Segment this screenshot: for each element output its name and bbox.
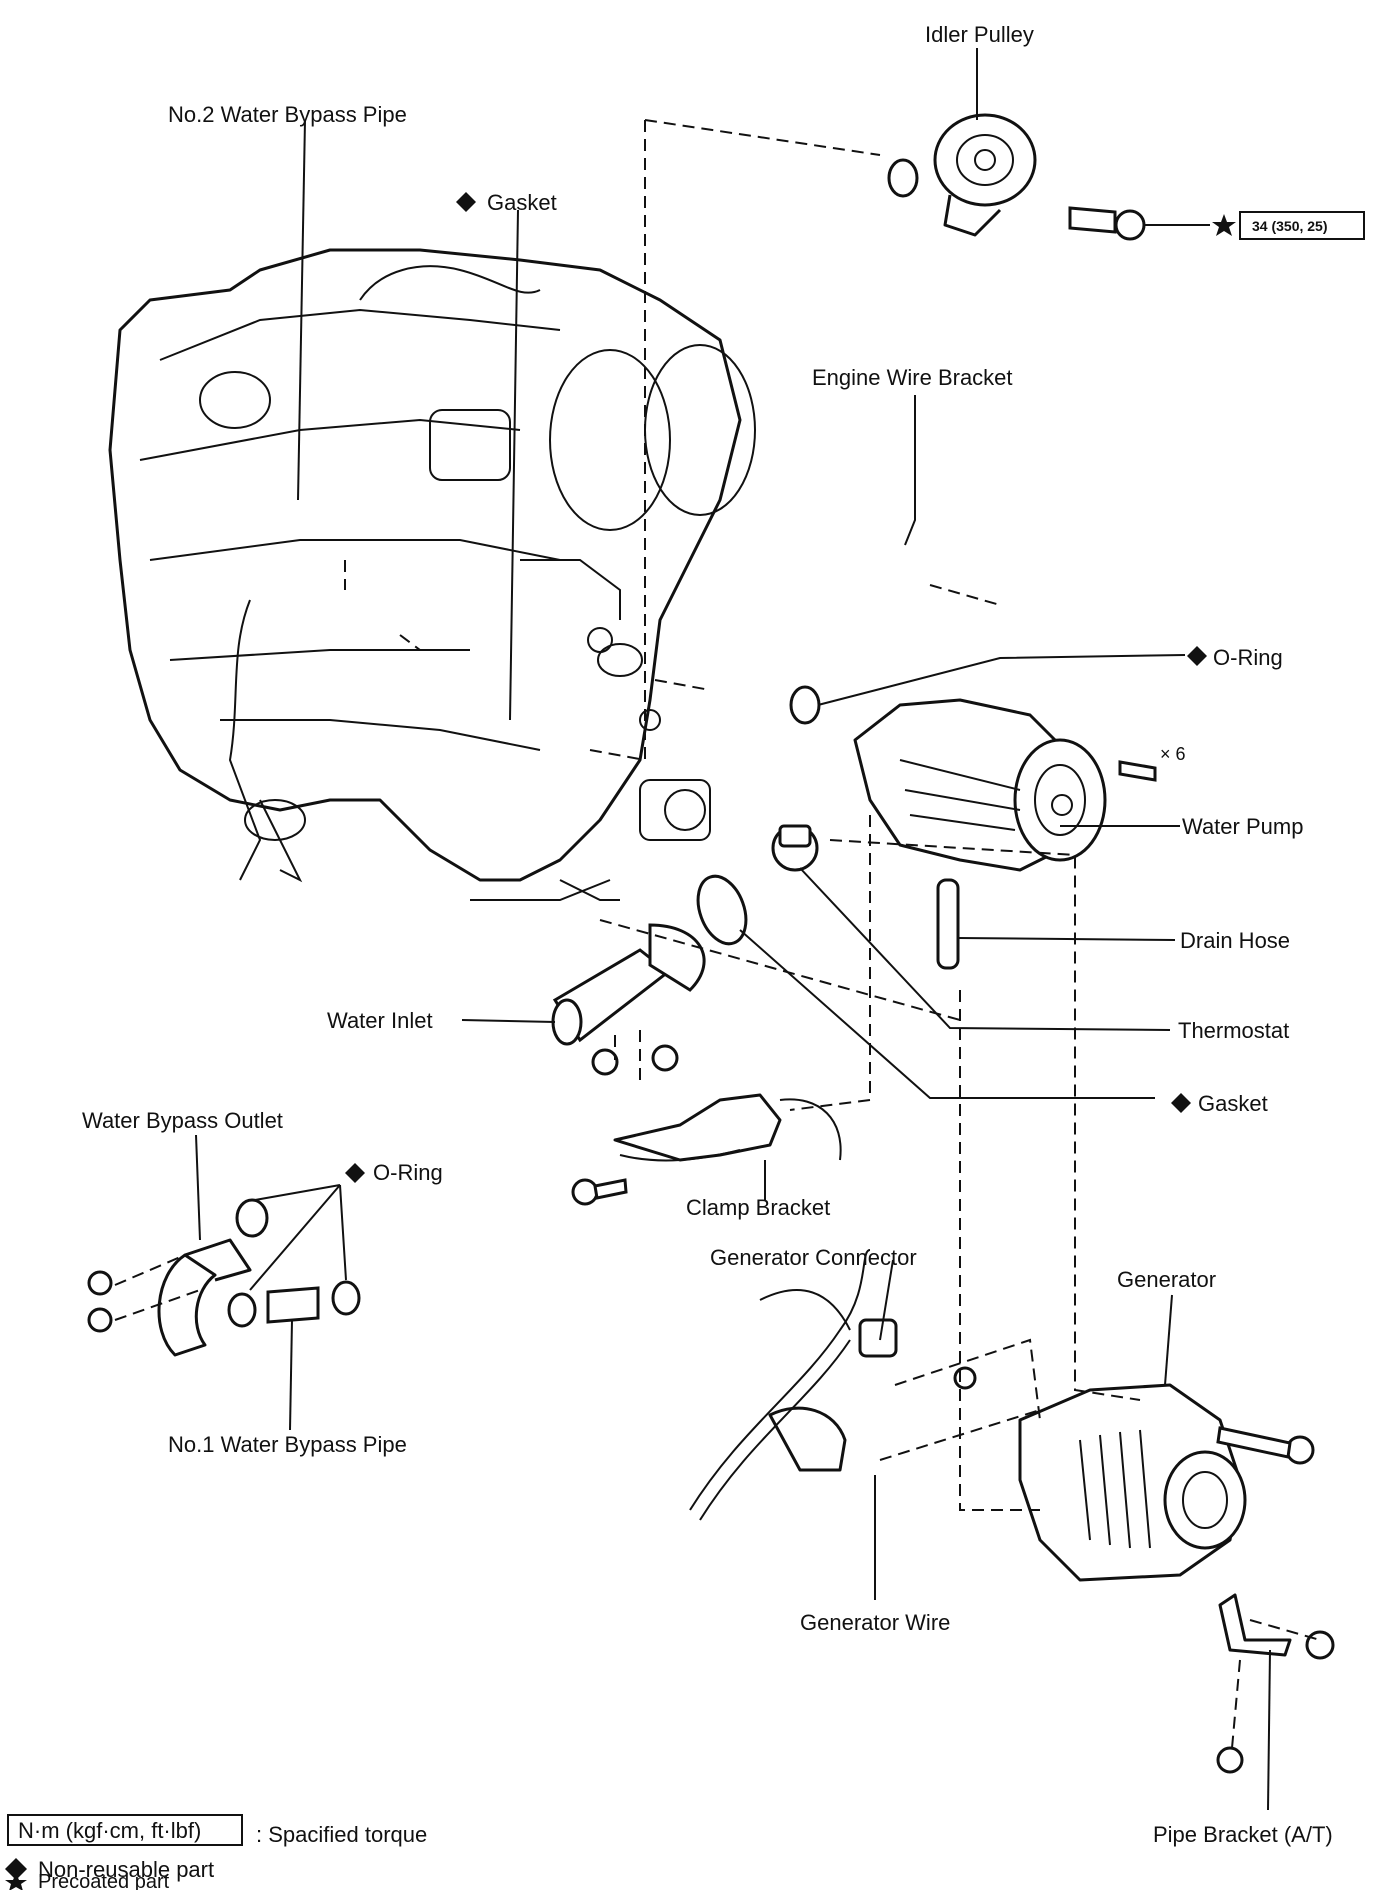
legend-non-reusable: Non-reusable part: [38, 1857, 214, 1882]
label-o-ring-right: O-Ring: [1213, 645, 1283, 670]
label-no1-water-bypass-pipe: No.1 Water Bypass Pipe: [168, 1432, 407, 1457]
label-water-bypass-outlet: Water Bypass Outlet: [82, 1108, 283, 1133]
drain-hose-part: [936, 878, 960, 970]
gasket-ring-part: [696, 874, 748, 946]
legend-torque-box: [7, 1814, 243, 1846]
legend-torque-text: : Spacified torque: [256, 1822, 427, 1847]
non-reusable-diamond-icon: [1187, 646, 1207, 666]
label-idler-pulley: Idler Pulley: [925, 22, 1034, 47]
thermostat-part: [771, 824, 819, 872]
torque-value: 34 (350, 25): [1252, 218, 1328, 234]
symbol-markers: [345, 192, 1236, 1183]
label-bolt-count: × 6: [1160, 744, 1186, 764]
part-labels: Idler Pulley No.2 Water Bypass Pipe Gask…: [82, 22, 1333, 1847]
non-reusable-diamond-icon: [1171, 1093, 1191, 1113]
label-water-pump: Water Pump: [1182, 814, 1303, 839]
water-bypass-outlet-part: [87, 1238, 252, 1357]
torque-spec-box: 34 (350, 25): [1239, 211, 1365, 240]
label-no2-water-bypass-pipe: No.2 Water Bypass Pipe: [168, 102, 407, 127]
label-generator: Generator: [1117, 1267, 1216, 1292]
generator-part: [1018, 1383, 1315, 1582]
label-engine-wire-bracket: Engine Wire Bracket: [812, 365, 1013, 390]
label-generator-wire: Generator Wire: [800, 1610, 950, 1635]
water-pump-part: [789, 685, 1157, 872]
clamp-bracket-part: [571, 1093, 842, 1206]
alignment-lines: [114, 119, 1321, 1749]
pipe-bracket-part: [1216, 1593, 1335, 1774]
legend-diamond-icon: [5, 1858, 27, 1880]
legend: N·m (kgf·cm, ft·lbf) : Spacified torque …: [5, 1814, 427, 1893]
precoated-star-icon: [1212, 214, 1236, 236]
label-pipe-bracket: Pipe Bracket (A/T): [1153, 1822, 1333, 1847]
legend-precoated: Precoated part: [38, 1871, 170, 1890]
label-gasket-top: Gasket: [487, 190, 557, 215]
label-thermostat: Thermostat: [1178, 1018, 1289, 1043]
label-generator-connector: Generator Connector: [710, 1245, 917, 1270]
engine-assembly: [108, 248, 756, 901]
water-inlet-part: [551, 923, 706, 1076]
label-clamp-bracket: Clamp Bracket: [686, 1195, 830, 1220]
legend-torque-unit: N·m (kgf·cm, ft·lbf): [18, 1818, 201, 1843]
generator-wire-part: [689, 1249, 977, 1521]
legend-star-icon: [5, 1873, 27, 1891]
label-drain-hose: Drain Hose: [1180, 928, 1290, 953]
idler-pulley-part: [887, 113, 1146, 241]
leader-lines: [195, 48, 1271, 1811]
no1-water-bypass-pipe-part: [227, 1198, 361, 1328]
label-o-ring-left: O-Ring: [373, 1160, 443, 1185]
label-gasket-right: Gasket: [1198, 1091, 1268, 1116]
non-reusable-diamond-icon: [345, 1163, 365, 1183]
non-reusable-diamond-icon: [456, 192, 476, 212]
label-water-inlet: Water Inlet: [327, 1008, 433, 1033]
